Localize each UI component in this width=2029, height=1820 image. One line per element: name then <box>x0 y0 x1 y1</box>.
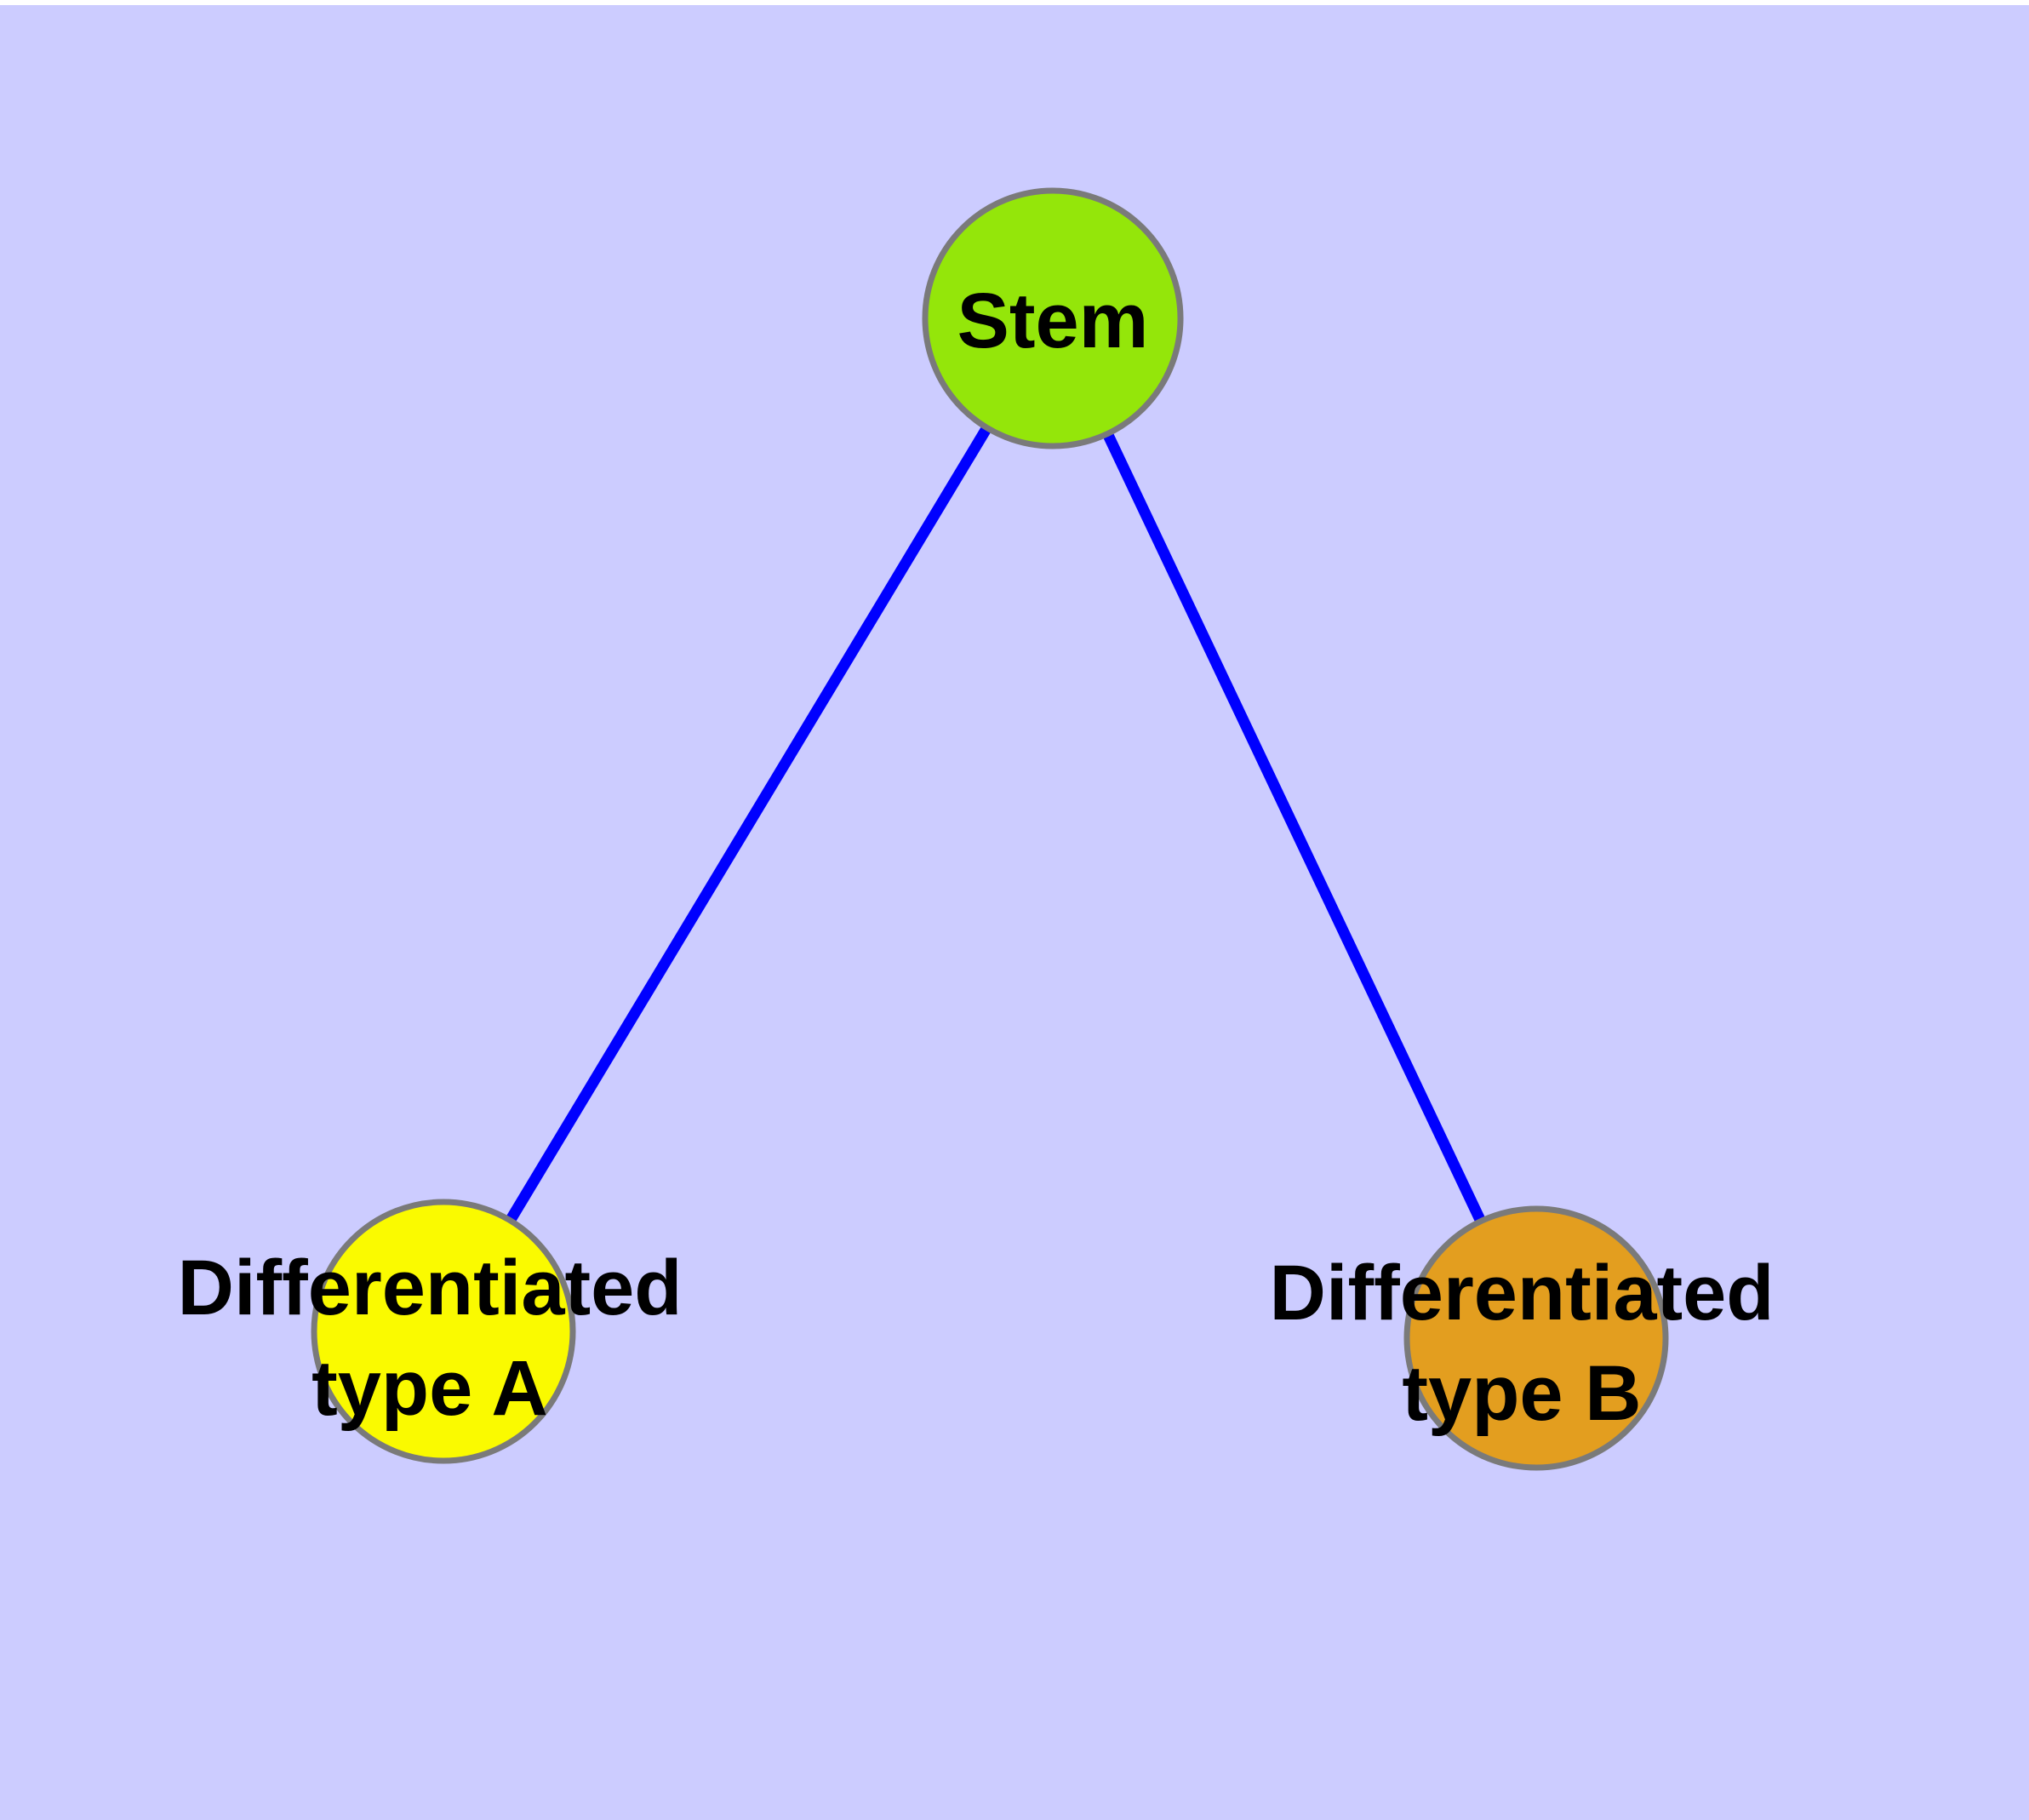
node-label-differentiated-type-b: Differentiated type B <box>1270 1243 1775 1444</box>
node-label-stem-line1: Stem <box>957 278 1149 364</box>
node-label-differentiated-type-a: Differentiated type A <box>178 1238 683 1439</box>
node-label-type-b-line2: type B <box>1402 1350 1642 1437</box>
node-label-type-a-line2: type A <box>311 1345 548 1432</box>
node-circle-differentiated-type-b <box>1403 1205 1669 1471</box>
node-label-type-b-line1: Differentiated <box>1269 1250 1775 1336</box>
node-circle-differentiated-type-a <box>311 1199 576 1464</box>
edge-stem-to-type-a <box>438 315 1058 1335</box>
edge-stem-to-type-b <box>1048 316 1541 1341</box>
node-label-stem: Stem <box>957 271 1149 371</box>
node-circle-stem <box>922 187 1184 449</box>
node-label-type-a-line1: Differentiated <box>177 1245 683 1331</box>
